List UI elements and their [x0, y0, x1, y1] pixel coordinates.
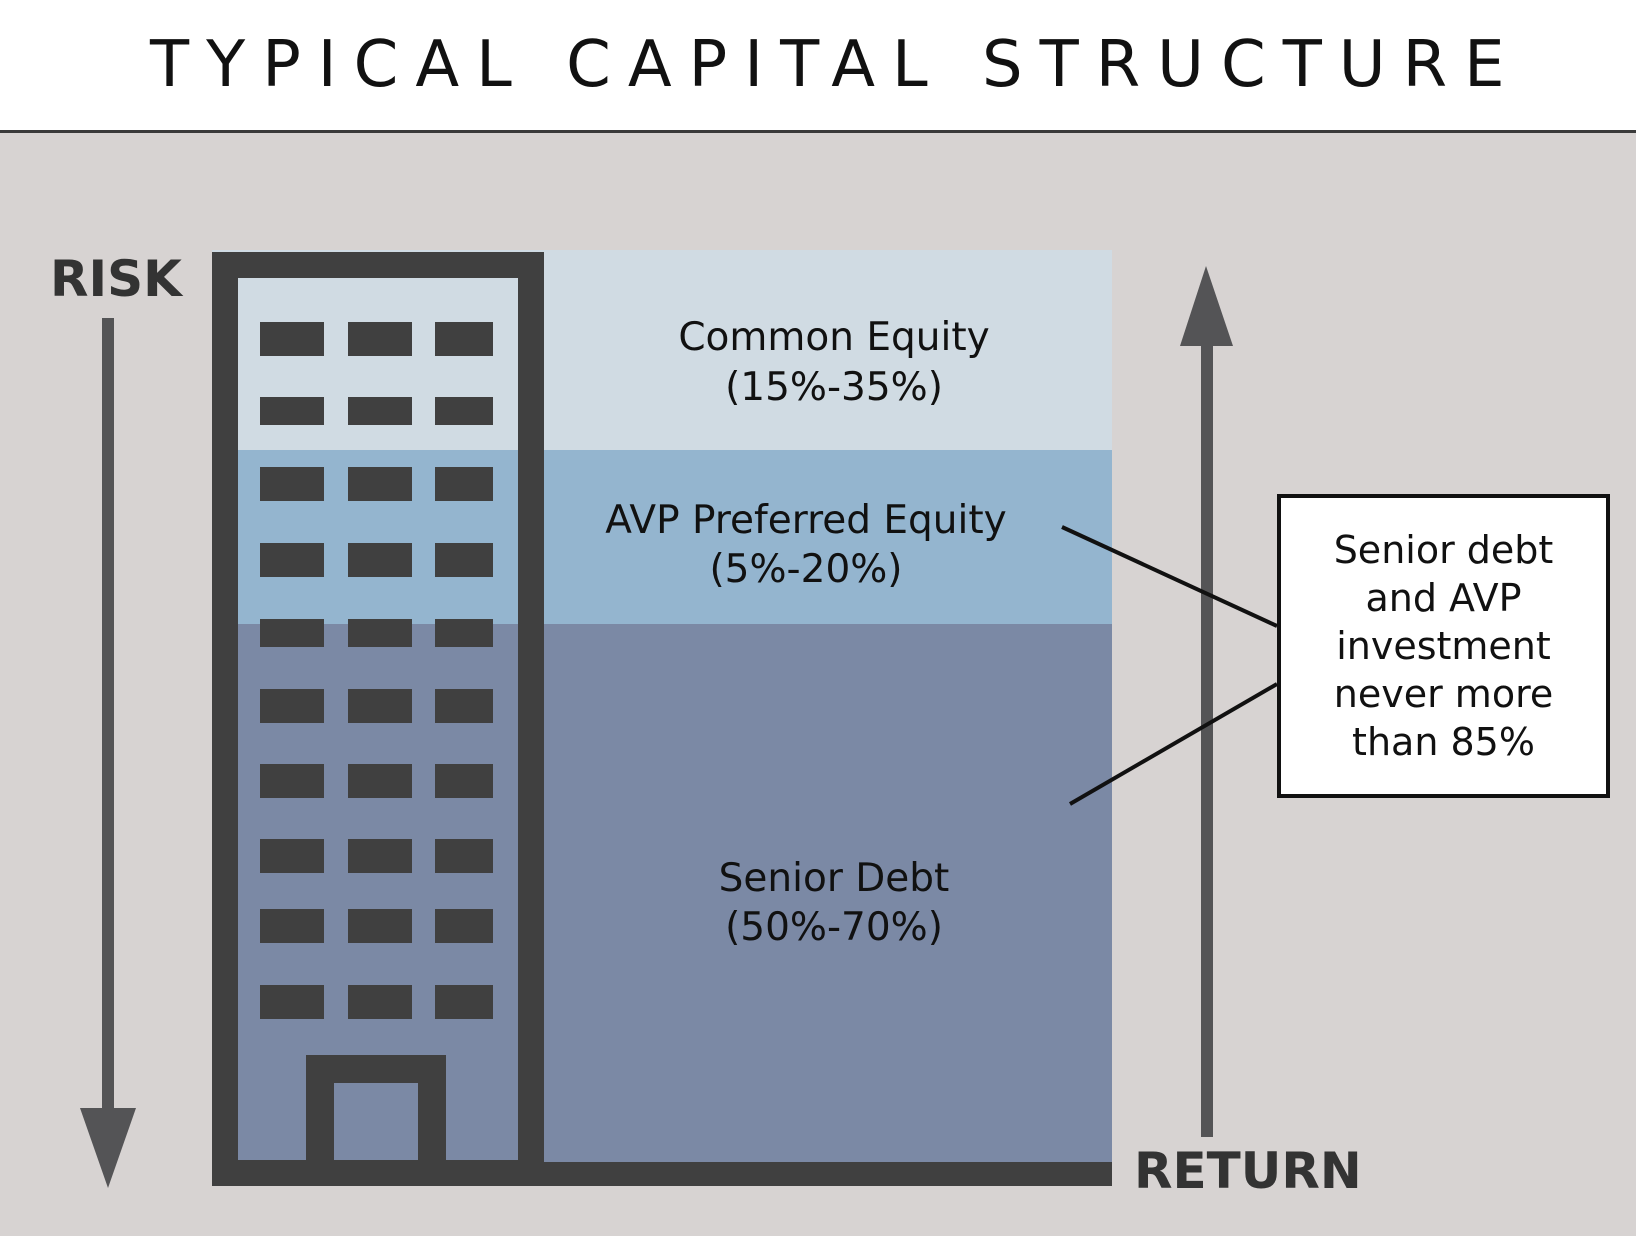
- return-axis-label: RETURN: [1134, 1142, 1362, 1200]
- title-bar: TYPICAL CAPITAL STRUCTURE: [0, 0, 1636, 133]
- building-windows: [260, 322, 493, 1019]
- building-window: [260, 764, 324, 798]
- building-window: [348, 839, 412, 873]
- building-window: [348, 322, 412, 356]
- building-window: [435, 839, 493, 873]
- building-window: [435, 543, 493, 577]
- callout-connector-lines: [1061, 525, 1279, 806]
- building-window: [260, 322, 324, 356]
- return-arrow-icon: [1180, 266, 1233, 1137]
- risk-arrow-icon: [80, 318, 136, 1188]
- building-window: [348, 619, 412, 647]
- building-window: [260, 619, 324, 647]
- building-window: [260, 689, 324, 723]
- layer-range-senior-debt: (50%-70%): [725, 905, 943, 950]
- layer-range-common-equity: (15%-35%): [725, 365, 943, 410]
- building-window: [435, 909, 493, 943]
- building-window: [348, 909, 412, 943]
- building-window: [435, 985, 493, 1019]
- building-window: [435, 689, 493, 723]
- callout-box: Senior debt and AVP investment never mor…: [1277, 494, 1610, 798]
- layer-label-common-equity: Common Equity: [678, 315, 989, 360]
- building-window: [435, 764, 493, 798]
- building-window: [435, 397, 493, 425]
- building-window: [348, 467, 412, 501]
- building-window: [260, 839, 324, 873]
- building-icon: [212, 252, 1112, 1186]
- building-window: [260, 909, 324, 943]
- layer-band-senior-debt: [212, 624, 1112, 1186]
- building-window: [260, 985, 324, 1019]
- layer-label-senior-debt: Senior Debt: [719, 856, 950, 901]
- building-window: [260, 543, 324, 577]
- building-door: [306, 1055, 446, 1174]
- building-window: [435, 467, 493, 501]
- layer-range-preferred-equity: (5%-20%): [709, 547, 902, 592]
- building-window: [260, 467, 324, 501]
- risk-axis-label: RISK: [50, 250, 184, 308]
- building-window: [348, 689, 412, 723]
- building-window: [435, 322, 493, 356]
- building-window: [348, 397, 412, 425]
- building-window: [348, 764, 412, 798]
- building-window: [348, 985, 412, 1019]
- callout-text: Senior debt and AVP investment never mor…: [1333, 528, 1554, 764]
- page-title: TYPICAL CAPITAL STRUCTURE: [150, 28, 1522, 102]
- layer-label-preferred-equity: AVP Preferred Equity: [605, 498, 1007, 543]
- building-window: [260, 397, 324, 425]
- building-window: [435, 619, 493, 647]
- building-window: [348, 543, 412, 577]
